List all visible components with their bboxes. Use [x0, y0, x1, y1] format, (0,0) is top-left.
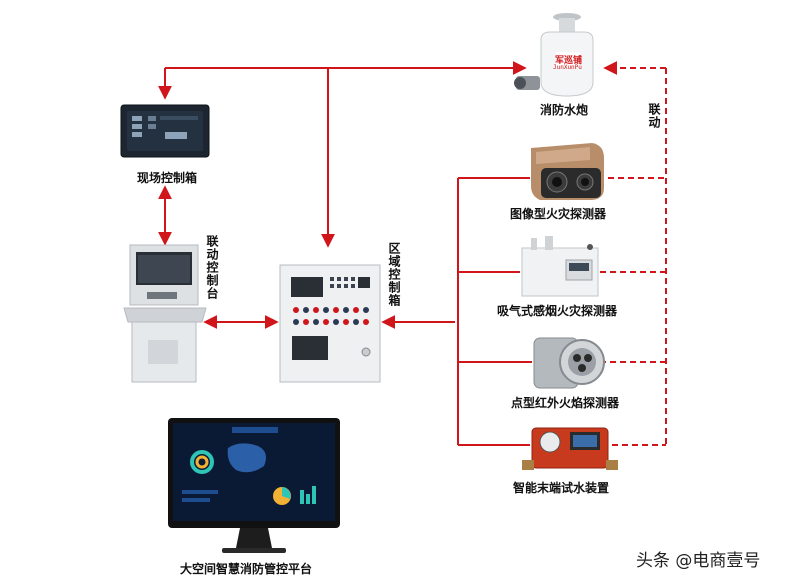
- regional-box-label: 区域控制箱: [387, 242, 401, 307]
- field-box-label: 现场控制箱: [137, 171, 198, 185]
- end-test-device-label: 智能末端试水装置: [513, 481, 610, 495]
- platform-label: 大空间智慧消防管控平台: [180, 562, 313, 576]
- linkage-console-label: 联动控制台: [205, 235, 219, 300]
- ir-flame-detector-label: 点型红外火焰探测器: [511, 396, 620, 410]
- image-detector-label: 图像型火灾探测器: [510, 207, 607, 221]
- aspirating-detector-label: 吸气式感烟火灾探测器: [497, 304, 618, 318]
- cannon-brand-en-text: JunXunPu: [553, 64, 582, 71]
- watermark: 头条 @电商壹号: [636, 546, 760, 571]
- watermark-text: 头条 @电商壹号: [636, 551, 761, 571]
- cannon-brand-text: 军巡铺: [555, 56, 583, 66]
- water-cannon-label: 消防水炮: [540, 103, 589, 117]
- linkage-right-label: 联动: [647, 103, 661, 129]
